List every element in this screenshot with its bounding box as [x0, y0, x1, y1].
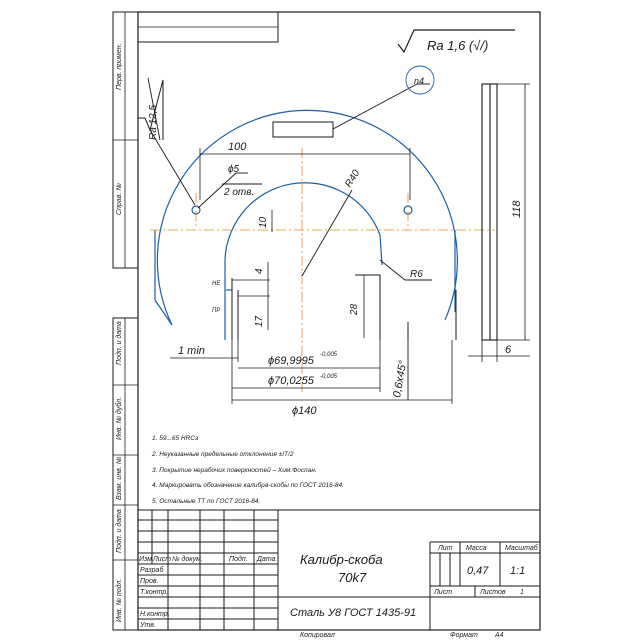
- note-5: 5. Остальные ТТ по ГОСТ 2016-84.: [152, 498, 261, 505]
- dim-holes: 2 отв.: [223, 187, 254, 198]
- dim-d69-tol: -0,005: [320, 352, 338, 358]
- left-strip-bottom: [112, 317, 139, 631]
- dim-r6: R6: [410, 269, 423, 280]
- mark-ne: НЕ: [212, 281, 221, 287]
- col-date: Дата: [256, 556, 276, 563]
- tech-notes: 1. 59...65 HRCэ 2. Неуказанные предельны…: [151, 435, 344, 505]
- format-label: Формат: [450, 632, 478, 639]
- dim-100: 100: [228, 141, 247, 153]
- part-name: Калибр-скоба: [300, 552, 383, 567]
- note-1: 1. 59...65 HRCэ: [152, 435, 198, 442]
- col-doc: № докум.: [172, 555, 203, 563]
- dim-d70-tol: -0,005: [320, 374, 338, 380]
- col-sign: Подп.: [229, 555, 248, 563]
- side-label-sign-date-1: Подп. и дата: [115, 321, 123, 365]
- role-approved: Утв.: [139, 622, 156, 629]
- sheets-label: Листов: [479, 589, 506, 596]
- dim-17: 17: [254, 315, 265, 327]
- side-label-dup: Инв. № дубл.: [115, 397, 123, 440]
- scale-value: 1:1: [510, 565, 525, 577]
- dim-d5: ϕ5: [228, 164, 240, 175]
- dim-chamfer: 0,6х45°: [391, 359, 409, 399]
- side-label-sign-date-2: Подп. и дата: [115, 509, 123, 553]
- side-view: [481, 83, 498, 341]
- part-designation: 70k7: [338, 570, 367, 585]
- dim-line-100: [199, 148, 411, 200]
- side-label-orig: Инв. № подл.: [115, 579, 123, 622]
- dim-1min: 1 min: [178, 345, 205, 357]
- side-label-replace: Взам. инв. №: [116, 456, 123, 500]
- sheet-frame: [137, 11, 541, 631]
- center-lines: [150, 148, 495, 395]
- dim-28: 28: [349, 303, 360, 316]
- sheet-label: Лист: [433, 589, 452, 596]
- dim-6: 6: [505, 344, 512, 356]
- note-4: 4. Маркировать обозначение калибра-скобы…: [152, 481, 344, 489]
- note-3: 3. Покрытие нерабочих поверхностей – Хим…: [152, 466, 317, 474]
- sheets-value: 1: [520, 589, 524, 596]
- dim-d70: ϕ70,0255: [268, 375, 315, 387]
- role-checker: Пров.: [140, 578, 159, 585]
- roughness-sign-icon: [397, 29, 515, 54]
- jaw-profile: [231, 274, 457, 340]
- role-tech-control: Т.контр.: [140, 589, 168, 596]
- col-change: Изм: [139, 556, 152, 563]
- side-label-ref: Справ. №: [116, 183, 123, 215]
- local-roughness: Ra 12,5: [148, 105, 159, 140]
- mass-label: Масса: [466, 545, 487, 552]
- dim-n4: n4: [414, 76, 424, 86]
- note-2: 2. Неуказанные предельные отклонения ±IT…: [151, 450, 294, 458]
- scale-label: Масштаб: [505, 544, 539, 552]
- dim-10: 10: [258, 216, 269, 228]
- role-developer: Разраб: [140, 566, 164, 574]
- dim-4: 4: [254, 268, 265, 274]
- col-sheet: Лист: [152, 556, 171, 563]
- title-block: [137, 509, 541, 631]
- side-label-first-use: Перв. примен.: [116, 43, 123, 90]
- part-outline: [154, 109, 458, 340]
- dim-d140: ϕ140: [292, 405, 317, 417]
- general-roughness: Ra 1,6 (√/): [427, 38, 488, 53]
- dim-r40: R40: [343, 168, 362, 190]
- lit-label: Лит: [437, 545, 453, 552]
- mark-pr: ПР: [212, 308, 220, 314]
- copied-label: Копировал: [300, 632, 335, 639]
- dim-d69: ϕ69,9995: [268, 355, 315, 367]
- role-norm-control: Н.контр.: [140, 611, 170, 618]
- marking-area: [272, 121, 334, 138]
- format-value: A4: [494, 632, 504, 639]
- material: Сталь У8 ГОСТ 1435-91: [290, 607, 416, 619]
- mass-value: 0,47: [467, 565, 489, 577]
- dim-118: 118: [511, 200, 523, 218]
